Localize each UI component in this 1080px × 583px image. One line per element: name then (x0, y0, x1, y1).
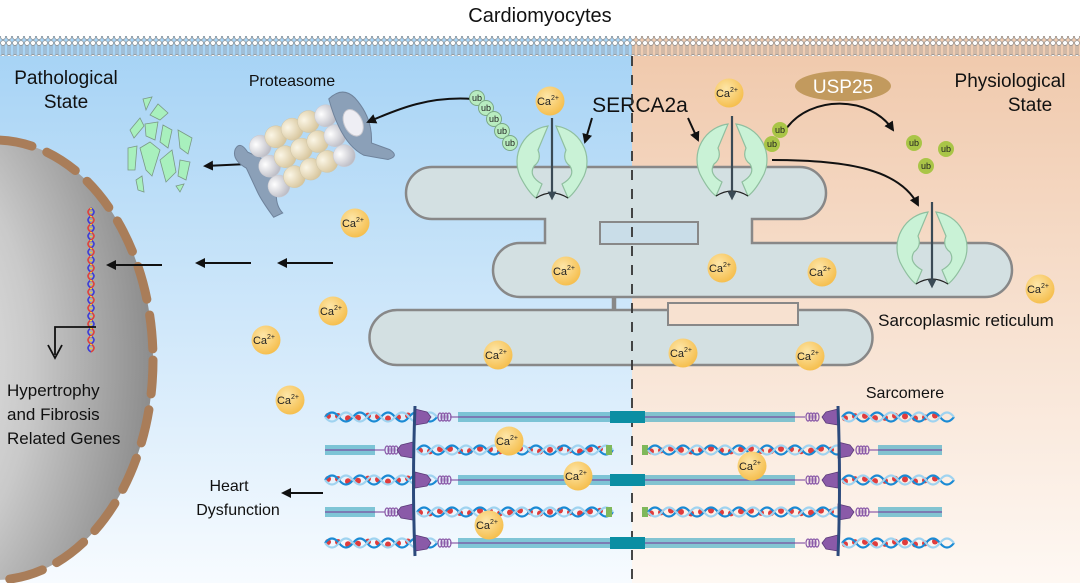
ubiquitin-tag: ub (938, 141, 954, 157)
calcium-ion: Ca2+ (795, 341, 825, 371)
serca-stabilization-arrow (771, 159, 919, 207)
ubiquitin-tag: ub (469, 90, 485, 106)
calcium-ion: Ca2+ (737, 451, 767, 481)
m-line (610, 537, 645, 549)
capz-cap (606, 507, 612, 517)
ubiquitin-tag: ub (478, 100, 494, 116)
actin-filament (841, 411, 955, 423)
transcription-arrow (47, 326, 96, 360)
svg-text:ub: ub (941, 144, 951, 154)
ubiquitin-tag: ub (764, 136, 780, 152)
actin-filament (841, 474, 955, 486)
svg-text:ub: ub (909, 138, 919, 148)
physiological-state-label-line2: State (1008, 95, 1052, 116)
calcium-ion: Ca2+ (483, 340, 513, 370)
m-line (610, 411, 645, 423)
capz-cap (606, 445, 612, 455)
calcium-ion: Ca2+ (474, 510, 504, 540)
calcium-ion: Ca2+ (494, 426, 524, 456)
ubiquitin-tag: ub (502, 135, 518, 151)
deubiquitination-arrow (785, 102, 895, 132)
actin-filament (647, 506, 845, 518)
degraded-protein-fragments (127, 96, 193, 193)
genes-label-line1: Hypertrophy (7, 381, 100, 400)
sr-label: Sarcoplasmic reticulum (878, 311, 1054, 330)
calcium-ion: Ca2+ (707, 253, 737, 283)
proteasome-label: Proteasome (249, 73, 335, 90)
titin-spring (855, 445, 870, 455)
titin-spring (437, 538, 452, 548)
cell-membrane (0, 36, 1080, 56)
dna-helix-icon (87, 207, 95, 353)
serca2a-pump-physiological (696, 116, 768, 201)
usp25-enzyme: USP25 (795, 71, 891, 101)
sarcoplasmic-reticulum (368, 165, 1014, 367)
calcium-ions: Ca2+ Ca2+ Ca2+ Ca2+ Ca2+ Ca2+ Ca2+ Ca2+ Ca2+ Ca2+… (251, 78, 1055, 540)
m-line (610, 474, 645, 486)
ubiquitin-tag: ub (486, 111, 502, 127)
svg-text:ub: ub (505, 138, 515, 148)
svg-text:ub: ub (472, 93, 482, 103)
diagram-title: Cardiomyocytes (468, 5, 611, 27)
calcium-ion: Ca2+ (1025, 274, 1055, 304)
calcium-ion: Ca2+ (251, 325, 281, 355)
calcium-ion: Ca2+ (535, 86, 565, 116)
genes-label-line3: Related Genes (7, 429, 120, 448)
ubiquitin-chain (366, 97, 474, 124)
myosin-filament (325, 445, 375, 455)
myosin-filament (878, 445, 942, 455)
calcium-ion: Ca2+ (340, 208, 370, 238)
myosin-filament (878, 507, 942, 517)
usp25-label: USP25 (813, 77, 873, 98)
calcium-ion: Ca2+ (275, 385, 305, 415)
serca2a-pointer-arrow (687, 117, 700, 142)
calcium-ion: Ca2+ (551, 256, 581, 286)
pathological-state-label-line2: State (44, 92, 88, 113)
capz-cap (642, 445, 648, 455)
myosin-filament (325, 507, 375, 517)
calcium-ion: Ca2+ (668, 338, 698, 368)
sarcomere (324, 405, 955, 557)
ubiquitin-to-proteasome-arrow (366, 97, 474, 124)
z-line (412, 405, 417, 557)
titin-spring (805, 538, 820, 548)
svg-text:ub: ub (497, 126, 507, 136)
calcium-ion: Ca2+ (563, 461, 593, 491)
ubiquitin-tag: ub (772, 122, 788, 138)
actin-filament (647, 444, 845, 456)
calcium-ion: Ca2+ (318, 296, 348, 326)
svg-text:ub: ub (481, 103, 491, 113)
titin-spring (384, 445, 399, 455)
physiological-state-label-line1: Physiological (955, 71, 1066, 92)
nuclear-envelope (0, 135, 158, 583)
proteasome-icon (233, 91, 395, 218)
calcium-ion: Ca2+ (714, 78, 744, 108)
titin-spring (384, 507, 399, 517)
svg-text:ub: ub (489, 114, 499, 124)
svg-text:ub: ub (767, 139, 777, 149)
heart-dysfunction-label-line1: Heart (209, 478, 249, 495)
ubiquitin-tag: ub (906, 135, 922, 151)
heart-dysfunction-label-line2: Dysfunction (196, 502, 280, 519)
titin-spring (805, 412, 820, 422)
svg-text:ub: ub (775, 125, 785, 135)
signaling-arrows (106, 258, 333, 270)
ubiquitin-tag: ub (918, 158, 934, 174)
svg-text:ub: ub (921, 161, 931, 171)
serca2a-pump-pathological (516, 118, 588, 201)
serca2a-label: SERCA2a (592, 94, 688, 117)
titin-spring (805, 475, 820, 485)
sarcomere-label: Sarcomere (866, 385, 944, 402)
actin-filament (841, 537, 955, 549)
ubiquitin-tag: ub (494, 123, 510, 139)
genes-label-line2: and Fibrosis (7, 405, 100, 424)
calcium-ion: Ca2+ (807, 257, 837, 287)
serca2a-pump-relocated (896, 202, 968, 289)
capz-cap (642, 507, 648, 517)
nucleus (0, 135, 158, 583)
pathological-state-label-line1: Pathological (14, 68, 118, 89)
z-line (836, 405, 841, 557)
serca2a-pointer-arrow (582, 117, 593, 144)
